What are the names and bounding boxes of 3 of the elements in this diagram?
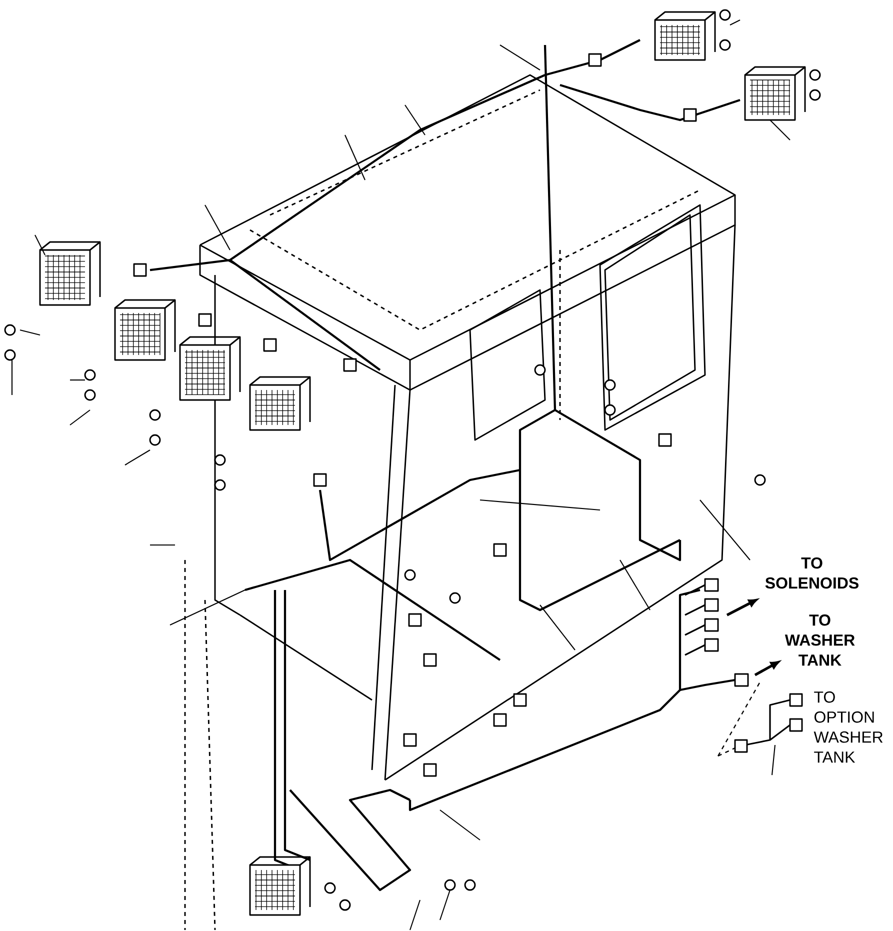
callout-text: TO WASHER TANK bbox=[784, 614, 855, 666]
callout-text: TO SOLENOIDS bbox=[765, 557, 858, 589]
callout-text: TO OPTION WASHER TANK bbox=[814, 691, 883, 763]
